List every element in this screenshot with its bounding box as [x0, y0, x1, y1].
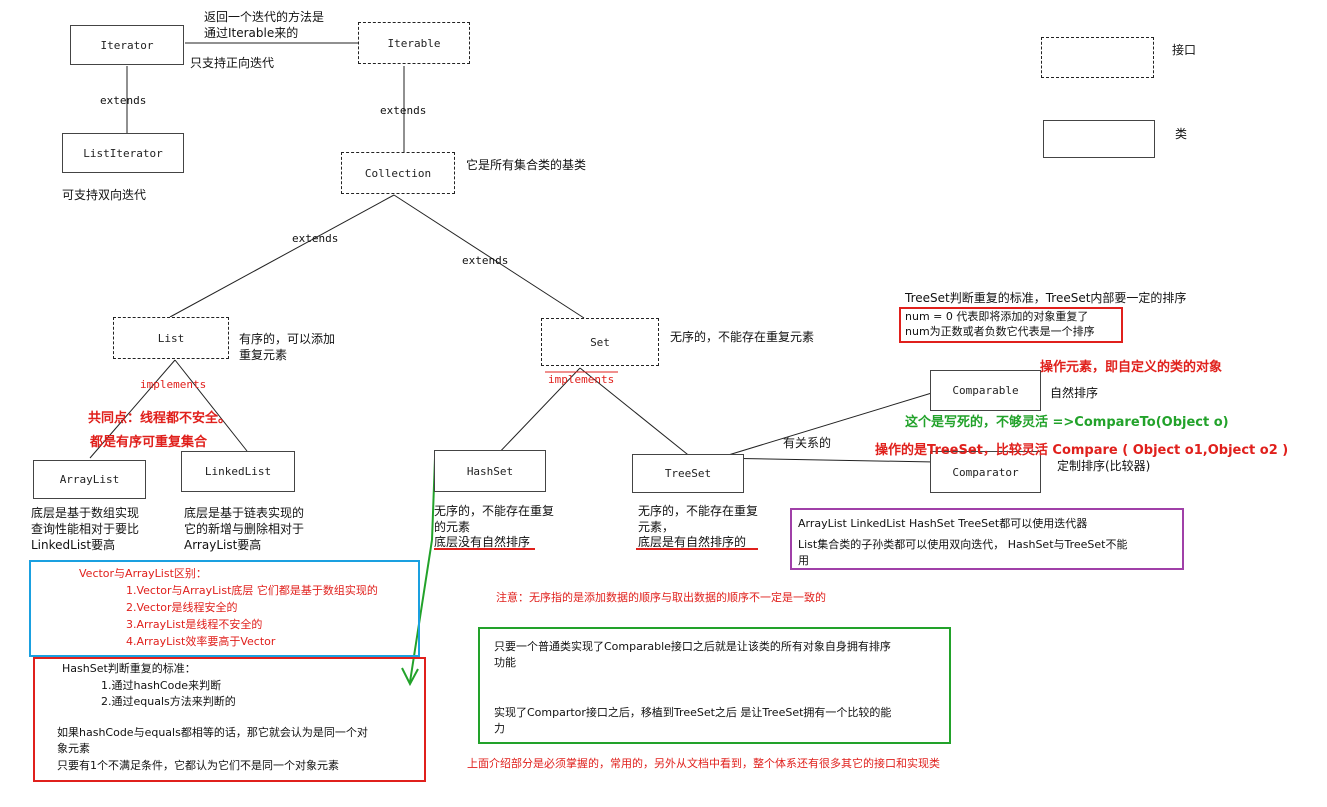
comparison-explanation-panel: 只要一个普通类实现了Comparable接口之后就是让该类的所有对象自身拥有排序…	[478, 627, 951, 744]
comparable-explanation: 只要一个普通类实现了Comparable接口之后就是让该类的所有对象自身拥有排序…	[494, 640, 891, 669]
list-iterator-note: 可支持双向迭代	[62, 188, 147, 202]
hashset-note: 无序的，不能存在重复 的元素	[434, 504, 555, 534]
edge-label-extends: extends	[462, 254, 509, 267]
set-note: 无序的，不能存在重复元素	[670, 330, 815, 344]
hashset-standard-item: 2.通过equals方法来判断的	[101, 695, 236, 708]
set-node: Set	[541, 318, 659, 366]
iterator-summary-line: List集合类的子孙类都可以使用双向迭代， HashSet与TreeSet不能 …	[798, 538, 1128, 567]
legend-class-swatch	[1043, 120, 1155, 158]
hashset-standard-item: 1.通过hashCode来判断	[101, 679, 222, 692]
legend-interface-label: 接口	[1172, 43, 1197, 57]
comparator-note: 定制排序(比较器)	[1057, 459, 1151, 473]
list-note: 有序的，可以添加 重复元素	[239, 332, 336, 362]
treeset-standard-panel: num = 0 代表即将添加的对象重复了 num为正数或者负数它代表是一个排序	[899, 307, 1123, 343]
iterable-note: 通过Iterable来的	[204, 26, 299, 40]
hardcoded-note: 这个是写死的，不够灵活 =>CompareTo(Object o)	[905, 415, 1229, 430]
edge-label-implements: implements	[140, 378, 207, 391]
hashset-node: HashSet	[434, 450, 546, 492]
operate-treeset-note: 操作的是TreeSet，比较灵活 Compare ( Object o1,Obj…	[875, 443, 1289, 458]
treeset-standard-line: num = 0 代表即将添加的对象重复了	[905, 310, 1089, 323]
vector-title: Vector与ArrayList区别：	[79, 567, 207, 580]
iterator-summary-panel: ArrayList LinkedList HashSet TreeSet都可以使…	[790, 508, 1184, 570]
list-node: List	[113, 317, 229, 359]
legend-interface-swatch	[1041, 37, 1154, 78]
vector-arraylist-panel: Vector与ArrayList区别： 1.Vector与ArrayList底层…	[29, 560, 420, 657]
comparator-explanation: 实现了Compartor接口之后，移植到TreeSet之后 是让TreeSet拥…	[494, 706, 892, 735]
hashset-standard-item: 如果hashCode与equals都相等的话，那它就会认为是同一个对 象元素	[57, 726, 368, 755]
collection-note: 它是所有集合类的基类	[466, 158, 587, 172]
edge-label-extends: extends	[100, 94, 147, 107]
edge-label-extends: extends	[292, 232, 339, 245]
unordered-notice: 注意：无序指的是添加数据的顺序与取出数据的顺序不一定是一致的	[496, 591, 826, 604]
iterator-forward-note: 只支持正向迭代	[190, 56, 275, 70]
operate-element-note: 操作元素，即自定义的类的对象	[1040, 360, 1223, 375]
iterator-summary-line: ArrayList LinkedList HashSet TreeSet都可以使…	[798, 517, 1088, 530]
hashset-underline-note: 底层没有自然排序	[434, 535, 531, 549]
edge-label-related: 有关系的	[783, 436, 832, 450]
linkedlist-note: 底层是基于链表实现的 它的新增与删除相对于 ArrayList要高	[184, 506, 305, 552]
edge-label-implements: implements	[548, 373, 615, 386]
comparable-node: Comparable	[930, 370, 1041, 411]
treeset-standard-line: num为正数或者负数它代表是一个排序	[905, 325, 1095, 338]
treeset-underline-note: 底层是有自然排序的	[638, 535, 747, 549]
iterable-note: 返回一个迭代的方法是	[204, 10, 325, 24]
list-iterator-node: ListIterator	[62, 133, 184, 173]
vector-item: 3.ArrayList是线程不安全的	[126, 618, 263, 631]
footer-note: 上面介绍部分是必须掌握的，常用的，另外从文档中看到，整个体系还有很多其它的接口和…	[467, 757, 940, 770]
treeset-note: 无序的，不能存在重复 元素，	[638, 504, 759, 534]
treeset-node: TreeSet	[632, 454, 744, 493]
linkedlist-node: LinkedList	[181, 451, 295, 492]
common-note: 共同点：线程都不安全。	[88, 411, 232, 426]
hashset-standard-title: HashSet判断重复的标准：	[62, 662, 196, 675]
common-note: 都是有序可重复集合	[90, 435, 208, 450]
vector-item: 1.Vector与ArrayList底层 它们都是基于数组实现的	[126, 584, 378, 597]
iterable-node: Iterable	[358, 22, 470, 64]
legend-class-label: 类	[1175, 127, 1188, 141]
comparable-note: 自然排序	[1050, 386, 1099, 400]
vector-item: 2.Vector是线程安全的	[126, 601, 238, 614]
iterator-node: Iterator	[70, 25, 184, 65]
treeset-standard-title: TreeSet判断重复的标准，TreeSet内部要一定的排序	[905, 291, 1187, 305]
vector-item: 4.ArrayList效率要高于Vector	[126, 635, 276, 648]
arraylist-node: ArrayList	[33, 460, 146, 499]
hashset-standard-panel: HashSet判断重复的标准： 1.通过hashCode来判断 2.通过equa…	[33, 657, 426, 782]
collection-node: Collection	[341, 152, 455, 194]
edge-label-extends: extends	[380, 104, 427, 117]
arraylist-note: 底层是基于数组实现 查询性能相对于要比 LinkedList要高	[31, 506, 140, 552]
hashset-standard-item: 只要有1个不满足条件，它都认为它们不是同一个对象元素	[57, 759, 339, 772]
comparator-node: Comparator	[930, 451, 1041, 493]
